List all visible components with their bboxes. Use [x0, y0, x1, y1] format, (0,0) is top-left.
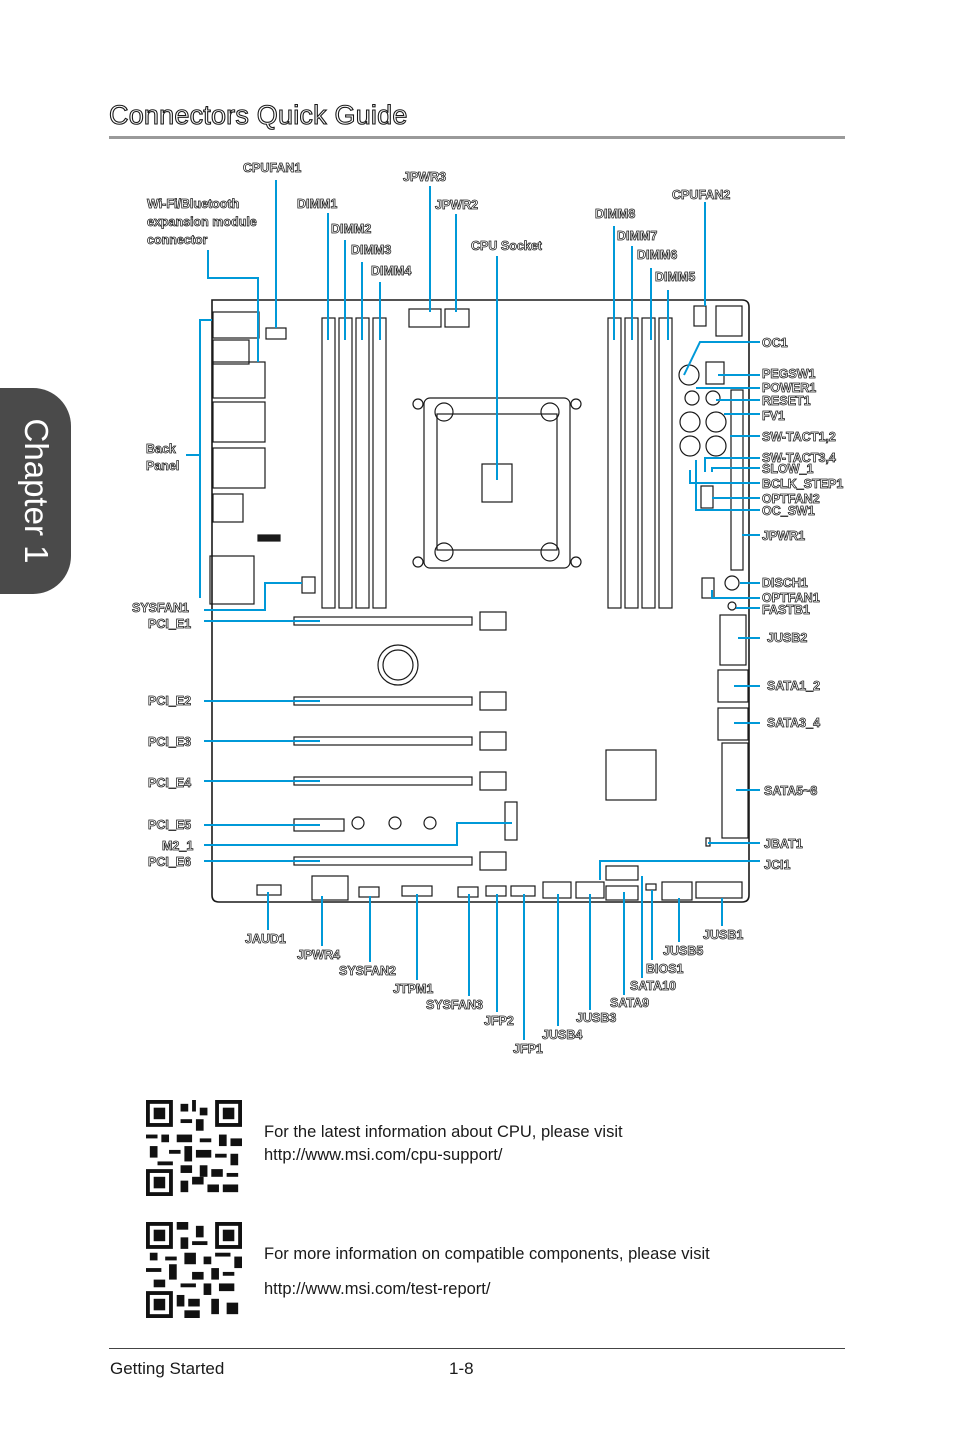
label-sata3-4: SATA3_4 [767, 716, 820, 730]
label-oc1: OC1 [762, 336, 788, 350]
label-optfan2: OPTFAN2 [762, 492, 820, 506]
test-report-text: For more information on compatible compo… [264, 1245, 710, 1263]
footer-divider [109, 1348, 845, 1349]
label-pci-e3: PCI_E3 [148, 735, 191, 749]
label-jpwr4: JPWR4 [297, 948, 340, 962]
label-disch1: DISCH1 [762, 576, 808, 590]
label-sata5-8: SATA5~8 [764, 784, 817, 798]
label-fastb1: FASTB1 [762, 603, 810, 617]
label-sw-tact12: SW-TACT1,2 [762, 430, 836, 444]
label-dimm4: DIMM4 [371, 264, 411, 278]
label-jusb3: JUSB3 [576, 1011, 616, 1025]
label-jfp1: JFP1 [513, 1042, 543, 1056]
label-sw-tact34: SW-TACT3,4 [762, 451, 836, 465]
cpu-support-text: For the latest information about CPU, pl… [264, 1123, 623, 1141]
label-sata1-2: SATA1_2 [767, 679, 820, 693]
label-back-panel-2: Panel [146, 459, 179, 473]
label-back-panel-1: Back [146, 442, 176, 456]
qr-code-test-report [146, 1222, 242, 1318]
chapter-tab: Chapter 1 [0, 388, 71, 594]
label-sysfan2: SYSFAN2 [339, 964, 396, 978]
page-title: Connectors Quick Guide [108, 99, 408, 130]
label-bios1: BIOS1 [646, 962, 684, 976]
label-dimm6: DIMM6 [637, 248, 677, 262]
label-jpwr1: JPWR1 [762, 529, 805, 543]
label-jbat1: JBAT1 [764, 837, 803, 851]
label-jtpm1: JTPM1 [393, 982, 433, 996]
label-slow1: SLOW_1 [762, 462, 813, 476]
label-dimm5: DIMM5 [655, 270, 695, 284]
label-wifi-line2: expansion module [147, 215, 257, 229]
label-jpwr3: JPWR3 [403, 170, 446, 184]
label-jusb1: JUSB1 [703, 928, 743, 942]
footer-section: Getting Started [110, 1359, 225, 1378]
label-wifi-line1: Wi-Fi/Bluetooth [147, 197, 239, 211]
leader-lines [186, 180, 760, 1040]
title-divider [109, 136, 845, 139]
label-sata9: SATA9 [610, 996, 649, 1010]
cpu-support-note: For the latest information about CPU, pl… [264, 1121, 623, 1167]
label-cpufan2: CPUFAN2 [672, 188, 730, 202]
label-pci-e2: PCI_E2 [148, 694, 191, 708]
test-report-note: For more information on compatible compo… [264, 1243, 710, 1301]
label-dimm3: DIMM3 [351, 243, 391, 257]
label-pci-e5: PCI_E5 [148, 818, 191, 832]
label-pci-e4: PCI_E4 [148, 776, 191, 790]
label-jusb5: JUSB5 [663, 944, 703, 958]
label-jaud1: JAUD1 [245, 932, 286, 946]
label-cpufan1: CPUFAN1 [243, 161, 301, 175]
label-reset1: RESET1 [762, 394, 811, 408]
label-m2-1: M2_1 [162, 839, 193, 853]
label-power1: POWER1 [762, 381, 816, 395]
label-jci1: JCI1 [764, 858, 790, 872]
label-dimm7: DIMM7 [617, 229, 657, 243]
label-dimm2: DIMM2 [331, 222, 371, 236]
cpu-support-url[interactable]: http://www.msi.com/cpu-support/ [264, 1146, 503, 1164]
label-fv1: FV1 [762, 409, 785, 423]
connector-labels: CPUFAN1 Wi-Fi/Bluetooth expansion module… [132, 161, 844, 1057]
qr-code-cpu-support [146, 1100, 242, 1196]
label-bclk-step1: BCLK_STEP1 [762, 477, 843, 491]
label-jusb2: JUSB2 [767, 631, 807, 645]
label-sysfan1: SYSFAN1 [132, 601, 189, 615]
label-jpwr2: JPWR2 [435, 198, 478, 212]
motherboard-diagram: CPUFAN1 Wi-Fi/Bluetooth expansion module… [132, 161, 844, 1057]
label-wifi-line3: connector [147, 233, 208, 247]
label-dimm8: DIMM8 [595, 207, 635, 221]
label-dimm1: DIMM1 [297, 197, 337, 211]
label-optfan1: OPTFAN1 [762, 591, 820, 605]
footer-page-number: 1-8 [449, 1359, 474, 1378]
label-jfp2: JFP2 [484, 1014, 514, 1028]
label-cpu-socket: CPU Socket [471, 239, 543, 253]
motherboard-outline [209, 299, 750, 903]
label-pci-e6: PCI_E6 [148, 855, 191, 869]
label-pci-e1: PCI_E1 [148, 617, 191, 631]
label-oc-sw1: OC_SW1 [762, 504, 815, 518]
label-jusb4: JUSB4 [542, 1028, 582, 1042]
test-report-url[interactable]: http://www.msi.com/test-report/ [264, 1280, 491, 1298]
label-pegsw1: PEGSW1 [762, 367, 816, 381]
label-sata10: SATA10 [630, 979, 676, 993]
label-sysfan3: SYSFAN3 [426, 998, 483, 1012]
